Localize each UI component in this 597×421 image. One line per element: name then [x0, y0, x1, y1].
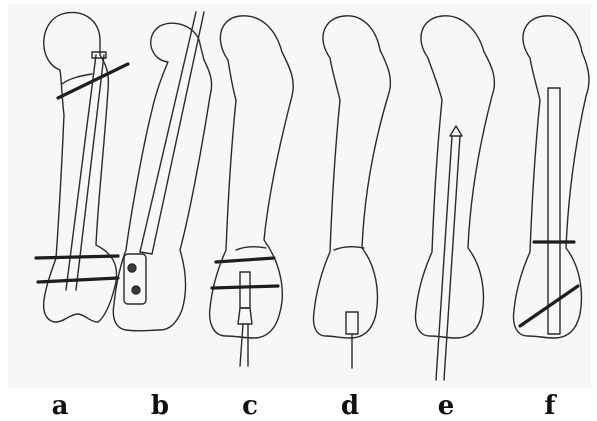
panel-f-drawing — [514, 16, 589, 338]
panel-e-nail-right — [444, 136, 460, 380]
panel-labels-row: a b c d e f — [0, 392, 597, 420]
panel-d-distal-plug — [346, 312, 358, 334]
panel-label-d: d — [330, 392, 370, 420]
panel-d-drawing — [314, 16, 391, 368]
panel-e-nail-left — [436, 136, 452, 380]
panel-b-locking-bolt-1 — [128, 264, 136, 272]
panel-c-fracture-line — [236, 247, 266, 250]
panel-label-e: e — [426, 392, 466, 420]
panel-e-drawing — [416, 16, 495, 380]
panel-c-nail-stub — [240, 272, 250, 308]
panel-e-femur-outline — [416, 16, 495, 338]
panel-b-distal-block — [124, 254, 146, 304]
panel-label-c: c — [230, 392, 270, 420]
panel-d-femur-outline — [314, 16, 391, 338]
panel-b-locking-bolt-2 — [132, 286, 140, 294]
panel-a-distal-screw-1 — [36, 256, 118, 258]
panel-c-femur-outline — [210, 16, 294, 338]
panel-label-f: f — [530, 392, 570, 420]
panel-d-fracture-line — [334, 247, 364, 250]
panel-b-femur-outline — [113, 23, 211, 331]
panel-c-end-cap — [238, 308, 252, 324]
panel-a-femur-outline — [44, 12, 117, 322]
panel-e-nail-tip — [450, 126, 462, 136]
panel-f-oblique-screw — [520, 286, 578, 326]
panel-c-drawing — [210, 16, 294, 366]
panel-a-drawing — [36, 12, 128, 322]
panel-b-nail-right — [152, 12, 204, 254]
panel-c-guide-wire-1 — [240, 324, 243, 366]
femur-fixation-drawings — [0, 0, 597, 392]
panel-c-distal-screw-1 — [216, 258, 274, 262]
panel-f-nail — [548, 88, 560, 334]
panel-label-a: a — [40, 392, 80, 420]
panel-f-femur-outline — [514, 16, 589, 338]
panel-b-drawing — [113, 12, 211, 331]
panel-c-distal-screw-2 — [212, 286, 278, 288]
panel-a-nail-right — [76, 55, 104, 290]
panel-label-b: b — [140, 392, 180, 420]
panel-a-proximal-screw — [58, 64, 128, 98]
panel-a-distal-screw-2 — [38, 278, 118, 282]
